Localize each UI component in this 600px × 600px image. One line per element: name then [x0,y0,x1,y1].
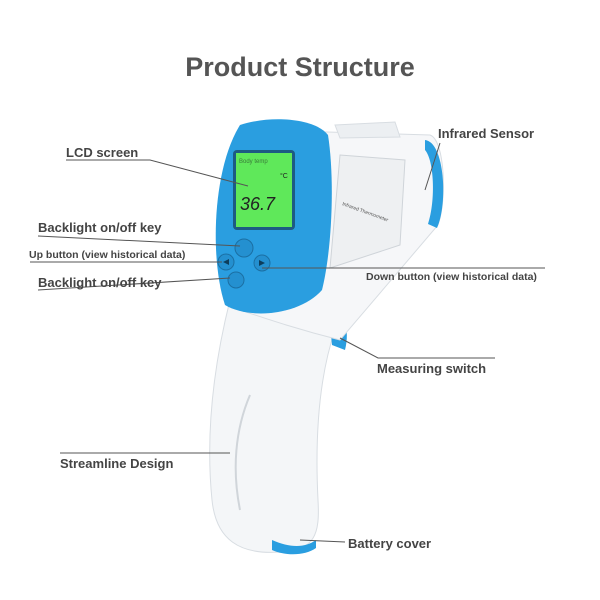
top-bump [334,121,401,139]
side-panel [329,154,406,269]
label-streamline-design: Streamline Design [60,456,174,471]
infrared-sensor-part [425,140,444,228]
lcd-unit: °C [280,172,288,180]
battery-cover [272,540,316,555]
lcd-screen [236,153,292,227]
label-infrared-sensor: Infrared Sensor [438,126,535,141]
lcd-reading: 36.7 [240,194,276,214]
label-up-button: Up button (view historical data) [29,249,186,261]
page-title: Product Structure [185,52,415,82]
handle [209,299,336,553]
leader-lines [30,142,545,543]
label-measuring-switch: Measuring switch [377,361,487,376]
label-lcd-screen: LCD screen [66,145,139,160]
backlight-key-top [234,238,254,258]
backlight-key-bottom [227,271,245,289]
label-backlight-key-bottom: Backlight on/off key [38,275,162,290]
label-backlight-key-top: Backlight on/off key [38,220,162,235]
lcd-header: Body temp [239,159,268,165]
label-down-button: Down button (view historical data) [366,271,537,283]
streamline-groove [234,394,251,511]
label-battery-cover: Battery cover [348,536,432,551]
